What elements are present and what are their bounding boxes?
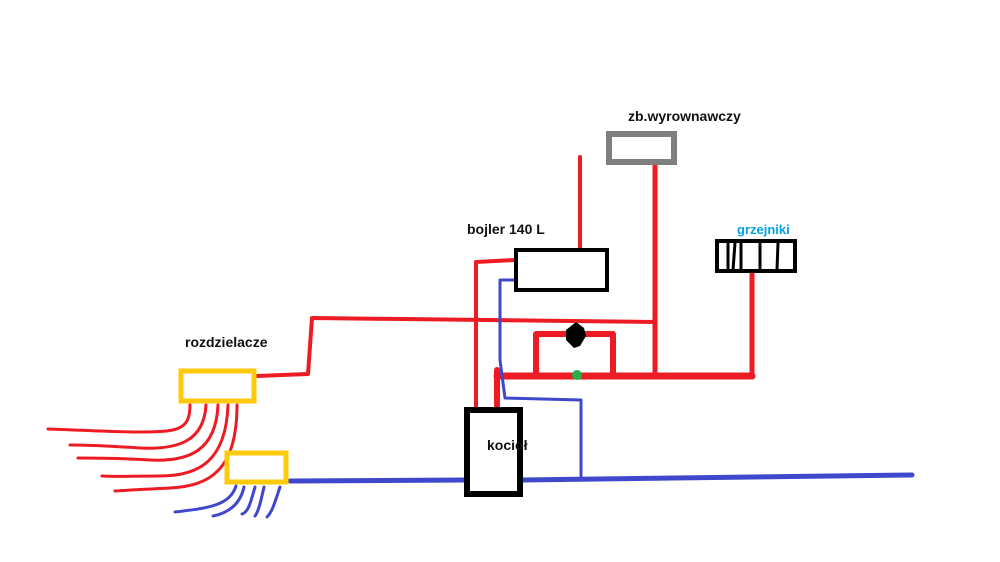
floor-loop-2	[68, 403, 208, 450]
furnace-label: kocioł	[487, 437, 528, 453]
floor-loop-1	[46, 403, 192, 434]
main-return-right	[519, 472, 915, 483]
boiler-tank[interactable]	[514, 248, 609, 292]
return-loop-4	[253, 485, 266, 518]
radiator-fin	[775, 242, 780, 271]
manifolds-label: rozdzielacze	[185, 334, 268, 350]
return-loop-3	[240, 485, 257, 516]
main-return-left	[287, 477, 469, 484]
radiator-fin	[731, 242, 737, 271]
expansion-tank[interactable]	[606, 131, 677, 165]
floor-loop-5	[113, 403, 239, 493]
return-loop-2	[211, 485, 246, 518]
radiators-label: grzejniki	[737, 222, 790, 237]
boiler-return-pipe	[498, 278, 583, 478]
manifold-supply-pipe	[255, 316, 657, 378]
radiator-body	[715, 239, 797, 273]
return-loop-5	[265, 485, 282, 519]
furnace[interactable]	[464, 407, 523, 497]
boiler-tank-label: bojler 140 L	[467, 221, 545, 237]
pump-icon[interactable]	[566, 322, 586, 348]
radiators[interactable]	[715, 239, 797, 273]
floor-loop-3	[76, 403, 220, 462]
floor-loop-4	[100, 403, 230, 478]
supply-pipes	[46, 155, 756, 493]
expansion-tank-label: zb.wyrownawczy	[628, 108, 741, 124]
return-loop-1	[173, 484, 238, 514]
boiler-to-furnace-pipe	[474, 258, 517, 412]
supply-manifold[interactable]	[178, 368, 257, 404]
return-manifold[interactable]	[224, 450, 289, 485]
sensor-dot[interactable]	[572, 370, 582, 380]
